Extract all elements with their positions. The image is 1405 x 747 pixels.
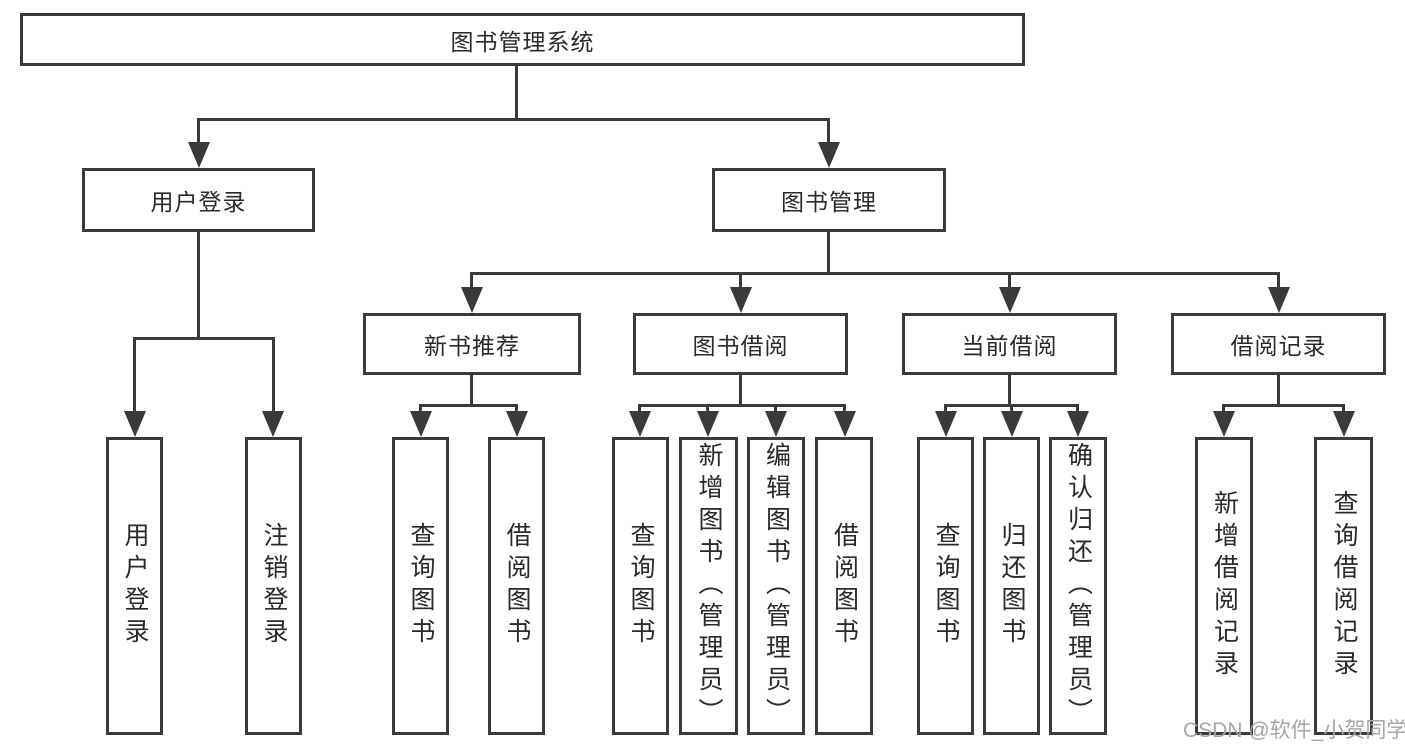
leaf-confirm-return-admin: 确认归还（管理员） <box>1049 437 1107 735</box>
leaf-edit-book-admin-label: 编辑图书（管理员） <box>762 442 791 730</box>
connector-arrowhead <box>188 142 210 168</box>
connector-vline <box>515 64 518 120</box>
connector-vline <box>1008 373 1011 406</box>
node-root-label: 图书管理系统 <box>450 28 595 55</box>
node-root: 图书管理系统 <box>20 13 1025 66</box>
connector-vline <box>774 404 777 413</box>
connector-arrowhead <box>629 411 651 437</box>
connector-vline <box>739 373 742 406</box>
connector-arrowhead <box>1001 411 1023 437</box>
leaf-borrow-book-1: 借阅图书 <box>488 437 545 735</box>
connector-hline <box>470 272 1280 275</box>
connector-arrowhead <box>818 142 840 168</box>
leaf-edit-book-admin: 编辑图书（管理员） <box>747 437 805 735</box>
leaf-add-borrow-record: 新增借阅记录 <box>1195 437 1253 735</box>
connector-vline <box>739 272 742 289</box>
leaf-query-book-2: 查询图书 <box>612 437 669 735</box>
connector-arrowhead <box>935 411 957 437</box>
connector-hline <box>133 337 275 340</box>
leaf-add-borrow-record-label: 新增借阅记录 <box>1210 490 1239 682</box>
leaf-query-book-3: 查询图书 <box>917 437 974 735</box>
node-book-borrow: 图书借阅 <box>633 313 848 375</box>
node-new-book-recommend: 新书推荐 <box>363 313 581 375</box>
node-borrow-record: 借阅记录 <box>1171 313 1386 375</box>
connector-vline <box>843 404 846 413</box>
connector-vline <box>1277 373 1280 406</box>
leaf-query-borrow-record: 查询借阅记录 <box>1314 437 1373 735</box>
connector-vline <box>419 404 422 413</box>
connector-vline <box>1342 404 1345 413</box>
leaf-query-borrow-record-label: 查询借阅记录 <box>1330 490 1358 682</box>
connector-vline <box>1222 404 1225 413</box>
leaf-logout: 注销登录 <box>245 437 302 735</box>
node-user-login-label: 用户登录 <box>150 189 247 215</box>
connector-arrowhead <box>262 411 284 437</box>
connector-vline <box>1076 404 1079 413</box>
connector-vline <box>470 272 473 289</box>
leaf-user-login: 用户登录 <box>106 437 163 735</box>
connector-vline <box>470 373 473 406</box>
leaf-borrow-book-1-label: 借阅图书 <box>503 522 531 650</box>
connector-arrowhead <box>1268 287 1290 313</box>
connector-vline <box>197 230 200 339</box>
leaf-add-book-admin-label: 新增图书（管理员） <box>695 442 723 730</box>
connector-vline <box>638 404 641 413</box>
leaf-return-book: 归还图书 <box>983 437 1040 735</box>
node-borrow-record-label: 借阅记录 <box>1230 333 1327 359</box>
leaf-query-book-1-label: 查询图书 <box>407 522 435 650</box>
node-book-management-label: 图书管理 <box>781 189 877 215</box>
connector-vline <box>1277 272 1280 289</box>
leaf-user-login-label: 用户登录 <box>121 522 149 650</box>
leaf-query-book-3-label: 查询图书 <box>932 522 960 650</box>
connector-vline <box>133 337 136 413</box>
connector-arrowhead <box>834 411 856 437</box>
node-new-book-recommend-label: 新书推荐 <box>424 333 520 359</box>
connector-hline <box>197 118 830 121</box>
connector-vline <box>197 118 200 146</box>
connector-arrowhead <box>1213 411 1235 437</box>
connector-vline <box>827 230 830 274</box>
connector-arrowhead <box>461 287 483 313</box>
leaf-borrow-book-2-label: 借阅图书 <box>830 522 859 650</box>
connector-vline <box>944 404 947 413</box>
connector-arrowhead <box>730 287 752 313</box>
node-current-borrow-label: 当前借阅 <box>961 333 1058 359</box>
connector-vline <box>827 118 830 146</box>
connector-hline <box>419 404 518 407</box>
connector-arrowhead <box>1067 411 1089 437</box>
node-current-borrow: 当前借阅 <box>902 313 1117 375</box>
connector-hline <box>638 404 846 407</box>
connector-vline <box>272 337 275 413</box>
watermark: CSDN @软件_小贺同学 <box>1183 719 1405 742</box>
connector-arrowhead <box>124 411 146 437</box>
leaf-logout-label: 注销登录 <box>260 522 288 650</box>
leaf-borrow-book-2: 借阅图书 <box>815 437 873 735</box>
connector-arrowhead <box>1333 411 1355 437</box>
connector-arrowhead <box>999 287 1021 313</box>
leaf-return-book-label: 归还图书 <box>998 522 1026 650</box>
connector-vline <box>706 404 709 413</box>
leaf-confirm-return-admin-label: 确认归还（管理员） <box>1064 442 1093 730</box>
connector-vline <box>1010 404 1013 413</box>
node-user-login: 用户登录 <box>82 168 315 232</box>
connector-arrowhead <box>410 411 432 437</box>
connector-arrowhead <box>697 411 719 437</box>
connector-hline <box>1222 404 1345 407</box>
leaf-add-book-admin: 新增图书（管理员） <box>679 437 738 735</box>
connector-arrowhead <box>506 411 528 437</box>
leaf-query-book-2-label: 查询图书 <box>627 522 655 650</box>
connector-vline <box>1008 272 1011 289</box>
connector-arrowhead <box>765 411 787 437</box>
leaf-query-book-1: 查询图书 <box>392 437 449 735</box>
node-book-management: 图书管理 <box>712 168 946 232</box>
node-book-borrow-label: 图书借阅 <box>692 333 789 359</box>
connector-vline <box>515 404 518 413</box>
